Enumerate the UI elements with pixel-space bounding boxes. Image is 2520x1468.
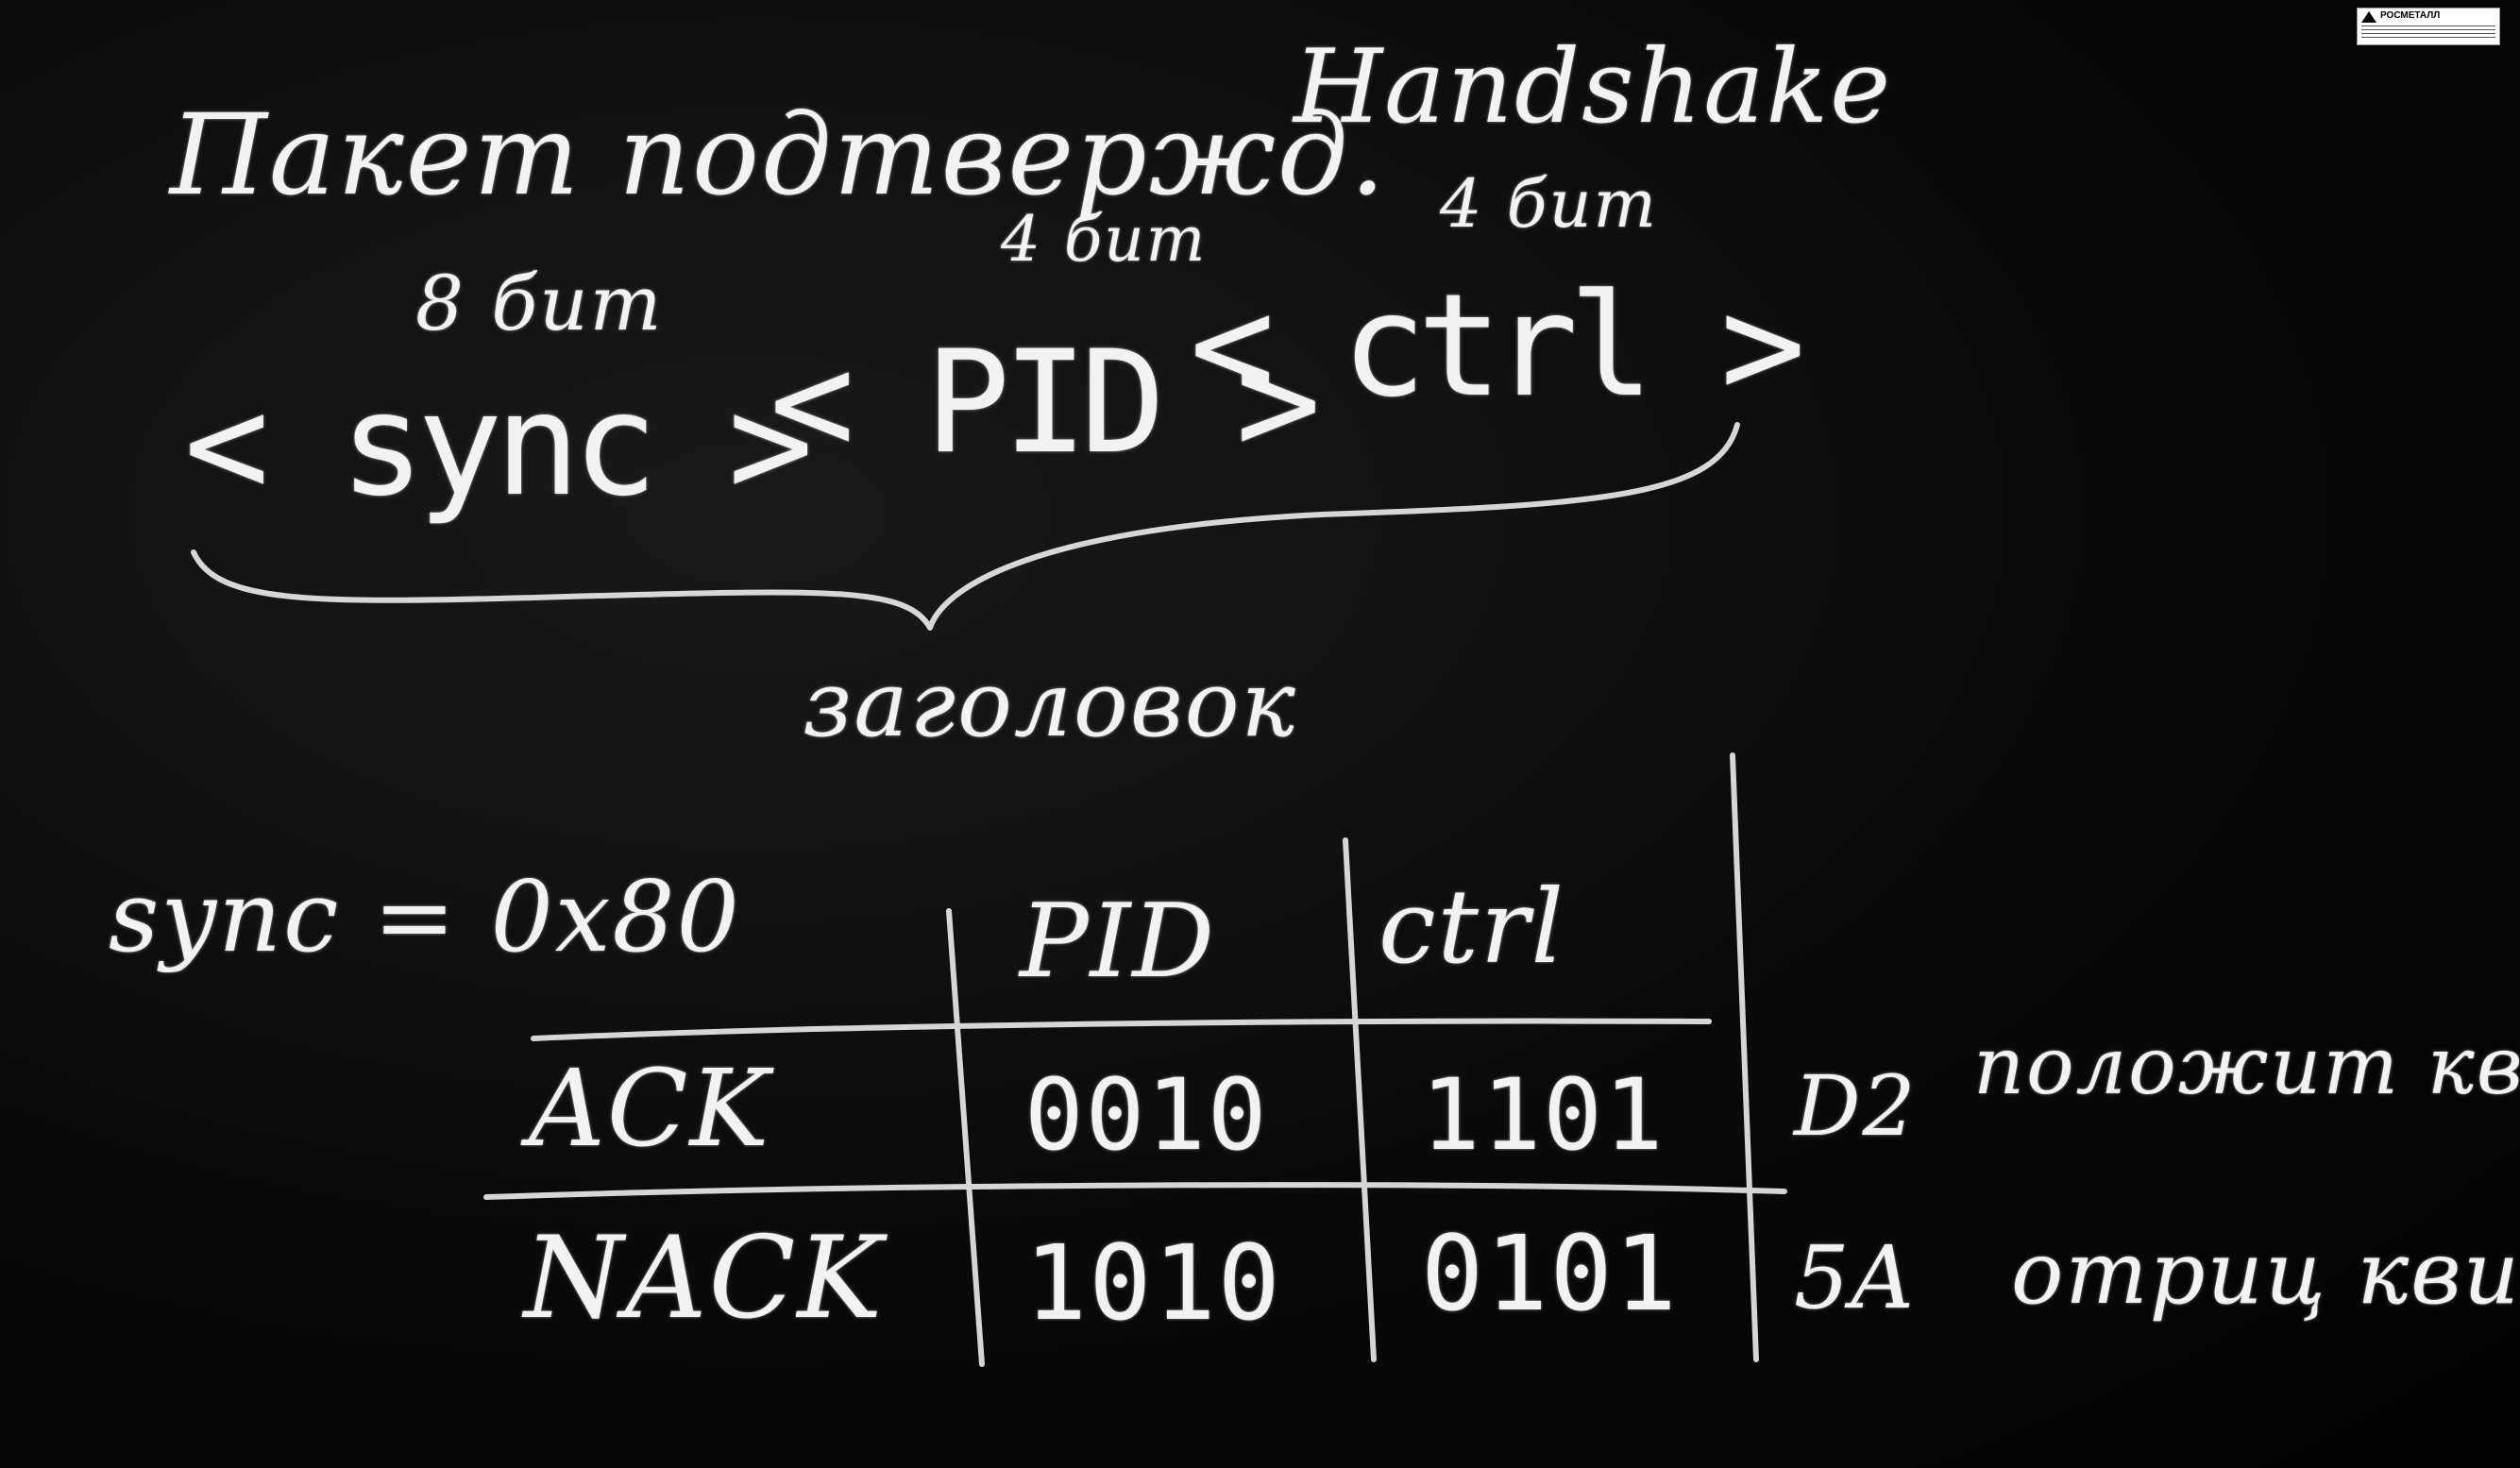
- table-row-rule: [483, 1182, 1787, 1200]
- table-row-nack-name: NACK: [524, 1213, 885, 1344]
- sync-value: sync = 0x80: [109, 859, 741, 974]
- header-ctrl: < ctrl >: [1190, 264, 1805, 429]
- table-col-pid: PID: [1020, 883, 1216, 1001]
- brand-name: РОСМЕТАЛЛ: [2380, 10, 2441, 21]
- header-pid: < PID >: [770, 321, 1321, 485]
- table-col-ctrl: ctrl: [1378, 869, 1566, 987]
- title-en: Handshake: [1294, 28, 1892, 146]
- header-sync: < sync >: [184, 363, 813, 528]
- table-row-nack-hex: 5A: [1794, 1227, 1916, 1328]
- brace-label: заголовок: [803, 651, 1297, 757]
- manufacturer-logo: РОСМЕТАЛЛ: [2357, 8, 2500, 45]
- table-divider-2: [1343, 837, 1377, 1362]
- table-row-ack-pid: 0010: [1024, 1057, 1269, 1173]
- title-ru: Пакет подтвержд.: [170, 90, 1388, 220]
- bits-sync-label: 8 бит: [415, 260, 664, 347]
- table-header-rule: [531, 1018, 1712, 1041]
- table-divider-3: [1730, 752, 1759, 1362]
- table-row-ack-name: ACK: [529, 1048, 771, 1171]
- fine-print: [2361, 25, 2495, 41]
- table-row-ack-note: положит квит: [1973, 1020, 2520, 1112]
- table-row-nack-note: отриц квит: [2011, 1223, 2520, 1324]
- table-row-ack-ctrl: 1101: [1421, 1057, 1666, 1173]
- header-brace: [191, 422, 1740, 631]
- table-divider-1: [946, 908, 985, 1367]
- table-row-nack-ctrl: 0101: [1421, 1213, 1679, 1334]
- bits-pid-label: 4 бит: [1001, 203, 1208, 276]
- brand-mark-icon: [2361, 11, 2376, 23]
- table-row-ack-hex: D2: [1794, 1057, 1918, 1155]
- table-row-nack-pid: 1010: [1024, 1223, 1282, 1343]
- bits-ctrl-label: 4 бит: [1440, 165, 1658, 243]
